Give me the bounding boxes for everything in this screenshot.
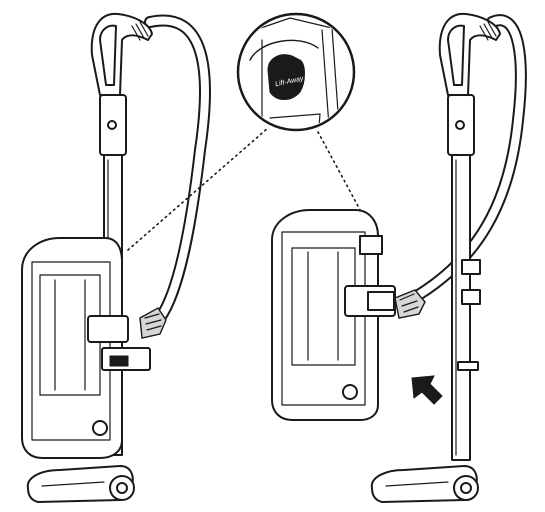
lift-away-button: [267, 54, 305, 100]
left-vacuum: [21, 12, 211, 503]
left-floor-head: [26, 465, 135, 503]
left-pod: [21, 237, 151, 459]
magnifier-callout: Lift-Away: [236, 12, 356, 132]
arrow-icon: [411, 375, 443, 405]
right-handle: [438, 12, 501, 96]
right-vacuum: [370, 12, 527, 503]
left-hose: [139, 14, 211, 339]
detached-pod: [271, 209, 396, 421]
left-handle: [90, 12, 153, 96]
right-wand: [447, 94, 481, 461]
right-floor-head: [370, 465, 479, 503]
